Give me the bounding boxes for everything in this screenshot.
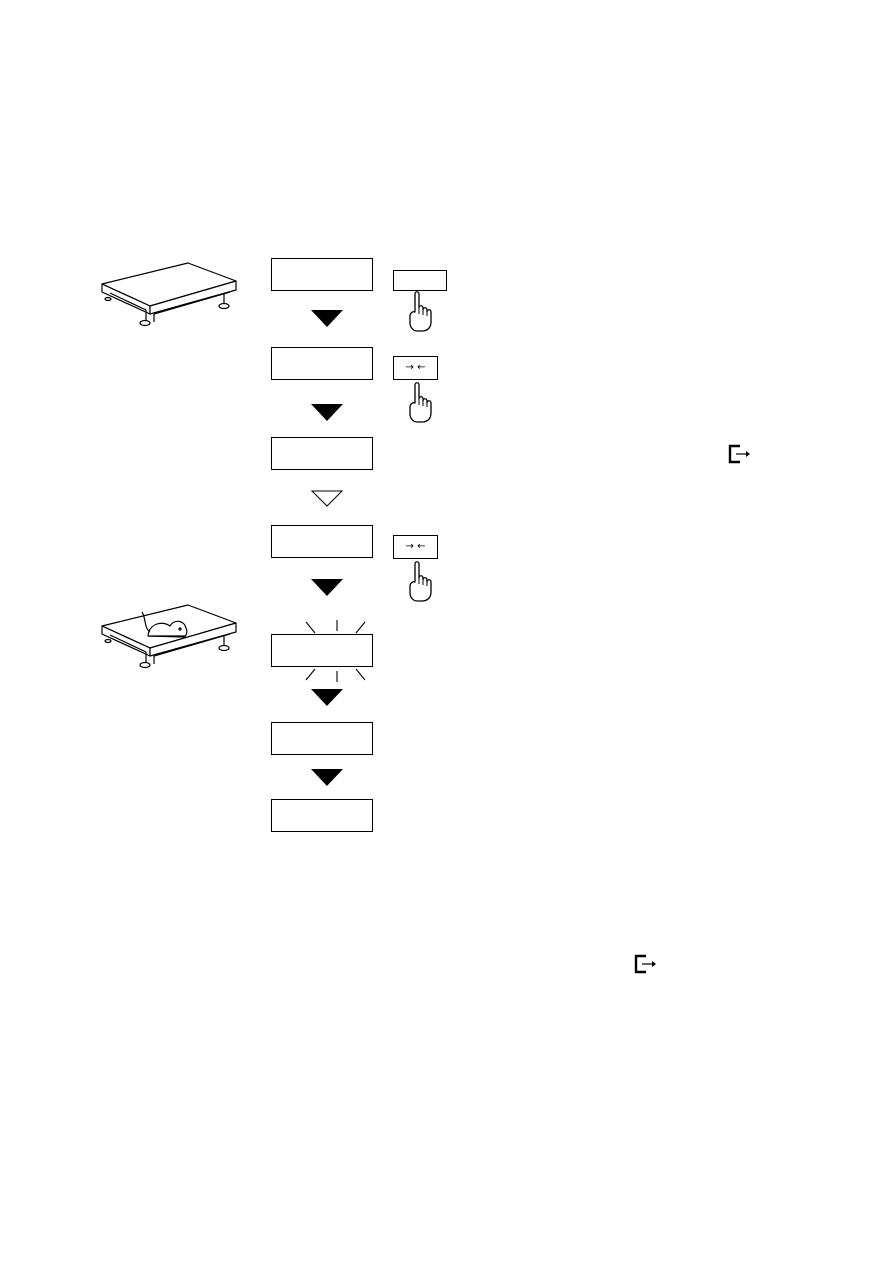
zero-key-button[interactable]: → ← <box>393 356 438 380</box>
loaded-platform-scale-icon <box>101 604 237 669</box>
down-arrow-filled-icon <box>311 579 343 596</box>
pointing-hand-icon <box>409 561 432 602</box>
display-step-1 <box>271 258 373 291</box>
display-step-7 <box>271 799 373 832</box>
blink-rays-icon <box>305 620 366 682</box>
display-step-6 <box>271 722 373 755</box>
down-arrow-filled-icon <box>311 689 343 706</box>
pointing-hand-icon <box>409 291 432 332</box>
blank-key-button[interactable] <box>393 270 447 291</box>
key-label: → ← <box>405 362 426 373</box>
down-arrow-filled-icon <box>311 404 343 421</box>
down-arrow-outline-icon <box>311 490 343 507</box>
zero-key-button-2[interactable]: → ← <box>393 535 438 559</box>
down-arrow-filled-icon <box>311 310 343 327</box>
key-label: → ← <box>405 541 426 552</box>
exit-arrow-icon <box>634 954 656 974</box>
display-step-5-blinking <box>271 634 373 667</box>
display-step-3 <box>271 437 373 470</box>
down-arrow-filled-icon <box>311 769 343 786</box>
exit-arrow-icon <box>728 444 750 464</box>
display-step-4 <box>271 525 373 558</box>
empty-platform-scale-icon <box>101 262 237 327</box>
display-step-2 <box>271 347 373 380</box>
pointing-hand-icon <box>409 382 432 423</box>
